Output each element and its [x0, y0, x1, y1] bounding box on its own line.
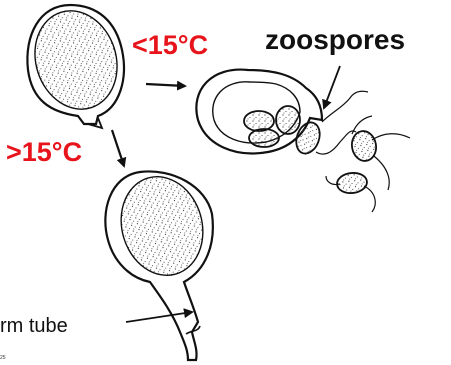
- temperature-below-label: <15°C: [132, 32, 208, 59]
- arrow-to-germination: [112, 130, 124, 166]
- arrow-to-zoospore-release: [146, 84, 185, 86]
- germ-tube-label: rm tube: [0, 316, 68, 336]
- zoospore: [350, 129, 379, 163]
- zoospores-label: zoospores: [265, 26, 405, 54]
- zoospore: [336, 171, 368, 194]
- germinating-sporangium: [105, 167, 214, 360]
- footnote: 25: [0, 355, 6, 361]
- zoospore: [244, 111, 274, 131]
- temperature-above-label: >15°C: [6, 139, 82, 166]
- zoospore: [249, 129, 279, 147]
- zoospore: [276, 106, 300, 134]
- pointer-zoospores: [324, 66, 340, 108]
- sporangium-intact: [23, 0, 130, 128]
